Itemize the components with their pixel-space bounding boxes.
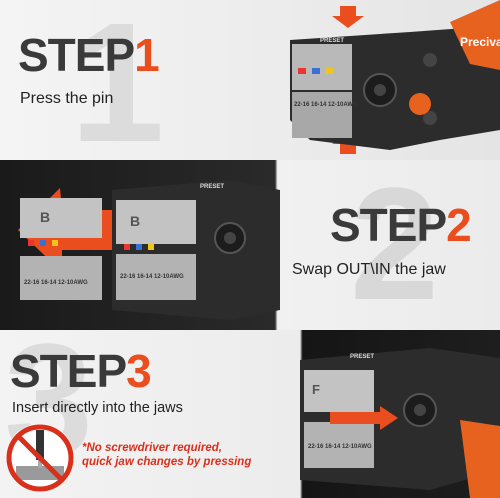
step3-caption: Insert directly into the jaws	[12, 400, 183, 416]
step1-caption: Press the pin	[20, 90, 114, 107]
jaw-letter-removed: B	[40, 209, 50, 225]
preset-label-step1: PRESET	[320, 38, 344, 44]
step2-word: STEP	[330, 199, 447, 251]
step3-panel: 3 STEP3 Insert directly into the jaws *N…	[0, 330, 500, 498]
step3-number: 3	[126, 345, 152, 397]
preset-label-step3: PRESET	[350, 354, 374, 360]
jaw-swap-illustration: B 22-16 16-14 12-10AWG B 22-16 16-14 12-…	[18, 180, 280, 320]
step1-number: 1	[134, 29, 160, 81]
die-label-step3: 22-16 16-14 12-10AWG	[308, 444, 372, 450]
note-line-1: *No screwdriver required,	[82, 442, 222, 454]
brand-label-step1: Preciva	[460, 35, 500, 49]
step1-heading: STEP1	[18, 29, 160, 81]
step2-number: 2	[446, 199, 472, 251]
preset-label-step2: PRESET	[200, 184, 224, 190]
step2-panel: 2 B 22-16 16-14 12-10AWG B 22-16 16-14 1…	[0, 160, 500, 330]
no-screwdriver-icon	[6, 424, 74, 492]
crimper-closeup-step1: 22-16 16-14 12-10AWG PRESET Preciva	[290, 0, 500, 154]
die-label-installed: 22-16 16-14 12-10AWG	[120, 274, 184, 280]
step1-panel: 1 STEP1 Press the pin 22-16 16-14 12-10A…	[0, 0, 500, 160]
background-number-2: 2	[350, 160, 439, 330]
die-label-removed: 22-16 16-14 12-10AWG	[24, 280, 88, 286]
jaw-letter-installed: B	[130, 213, 140, 229]
step3-word: STEP	[10, 345, 127, 397]
background-number-1: 1	[70, 0, 165, 160]
no-screwdriver-note: *No screwdriver required, quick jaw chan…	[82, 442, 251, 470]
jaw-letter-step3: F	[312, 382, 320, 397]
step2-heading: STEP2	[330, 199, 472, 251]
step1-word: STEP	[18, 29, 135, 81]
die-label-step1: 22-16 16-14 12-10AWG	[294, 102, 358, 108]
step3-heading: STEP3	[10, 345, 152, 397]
note-line-2: quick jaw changes by pressing	[82, 455, 252, 468]
step2-caption: Swap OUT\IN the jaw	[292, 261, 446, 278]
crimper-closeup-step3: F 22-16 16-14 12-10AWG PRESET	[300, 348, 500, 498]
